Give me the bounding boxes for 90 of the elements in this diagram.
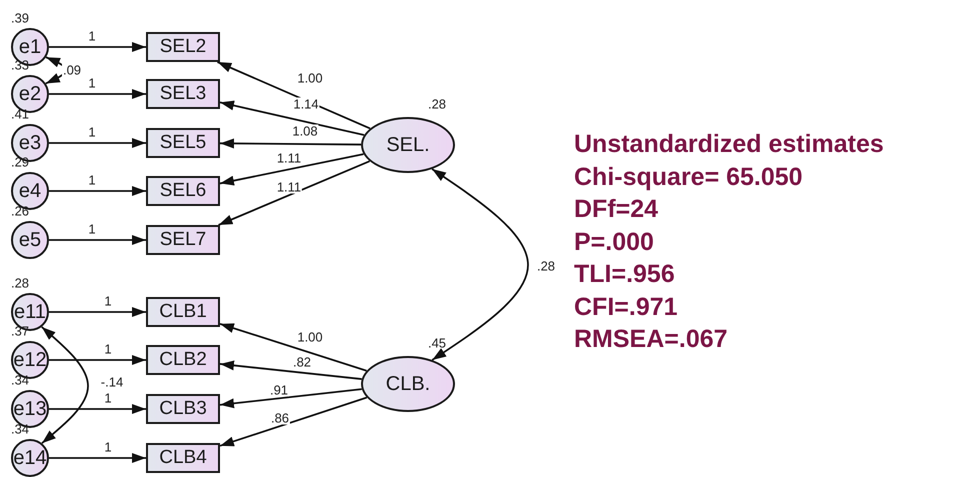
edge-label: .91	[268, 384, 290, 396]
observed-variable-box	[146, 297, 220, 327]
variance-label: .34	[10, 374, 30, 386]
variable-name: e13	[13, 398, 47, 420]
edge-label: 1.00	[296, 330, 324, 344]
latent-error-circle	[11, 439, 49, 477]
path-arrow	[218, 160, 370, 226]
edge-label: 1	[87, 222, 97, 236]
variable-name: CLB1	[159, 301, 207, 323]
edge-label: -.14	[100, 376, 124, 388]
variable-name: SEL7	[160, 229, 206, 251]
variable-name: SEL.	[386, 134, 430, 156]
covariance-arrow	[432, 168, 529, 361]
variable-name: CLB4	[159, 447, 207, 469]
fit-statistic: DFf=24	[574, 194, 660, 225]
edge-label: .86	[270, 412, 290, 424]
path-arrow	[220, 388, 362, 408]
variable-name: e14	[13, 446, 47, 470]
path-arrow	[220, 138, 362, 148]
observed-variable-box	[146, 32, 220, 62]
fit-statistic: CFI=.971	[574, 292, 679, 322]
edge-label: 1.11	[276, 180, 302, 194]
edge-label: 1	[87, 30, 97, 42]
edge-label: .82	[292, 356, 312, 368]
fit-statistic: Unstandardized estimates	[574, 129, 884, 160]
variance-label: .29	[10, 156, 30, 168]
path-arrow	[220, 322, 367, 372]
edge-label: 1.00	[296, 72, 324, 84]
edge-label: 1.08	[291, 124, 319, 138]
observed-variable-box	[146, 176, 220, 206]
observed-variable-box	[146, 225, 220, 255]
variance-label: .28	[10, 276, 30, 290]
edge-label: 1	[103, 342, 113, 356]
variable-name: e1	[18, 36, 42, 58]
variable-name: e4	[18, 180, 42, 202]
variable-name: e11	[14, 300, 46, 324]
fit-statistic: Chi-square= 65.050	[574, 162, 804, 192]
covariance-arrow	[41, 326, 89, 444]
variable-name: CLB3	[159, 398, 207, 420]
variance-label: .41	[10, 108, 30, 120]
variable-name: SEL6	[160, 180, 206, 202]
observed-variable-box	[146, 443, 220, 473]
latent-error-circle	[11, 221, 49, 259]
variance-label: .37	[10, 324, 30, 338]
observed-variable-box	[146, 128, 220, 158]
edge-label: .09	[62, 64, 82, 76]
path-arrow	[49, 89, 146, 99]
variable-name: SEL3	[160, 83, 206, 105]
path-arrow	[49, 404, 146, 414]
edge-label: 1	[87, 76, 97, 90]
path-arrow	[49, 186, 146, 196]
path-arrow	[220, 396, 368, 447]
observed-variable-box	[146, 79, 220, 109]
variance-label: .39	[10, 12, 30, 24]
path-arrow	[49, 307, 146, 317]
fit-statistic: P=.000	[574, 226, 655, 258]
edge-label: 1	[87, 126, 97, 138]
variable-name: CLB2	[159, 349, 207, 371]
variance-label: .34	[10, 422, 30, 436]
fit-statistic: TLI=.956	[574, 259, 676, 290]
path-arrow	[49, 235, 146, 245]
variable-name: SEL2	[160, 36, 206, 58]
variance-label: .33	[10, 58, 30, 72]
path-arrow	[49, 355, 146, 365]
path-arrow	[220, 100, 364, 136]
variable-name: CLB.	[386, 372, 430, 396]
variance-label: .26	[10, 204, 30, 218]
path-arrow	[49, 42, 146, 52]
variable-name: SEL5	[160, 132, 206, 154]
observed-variable-box	[146, 345, 220, 375]
variance-label: .45	[428, 336, 446, 350]
path-arrow	[220, 153, 364, 186]
path-arrow	[49, 453, 146, 463]
variable-name: e5	[18, 228, 42, 252]
edge-label: 1.14	[292, 98, 320, 110]
edge-label: 1	[103, 294, 113, 308]
edge-label: 1	[103, 392, 113, 404]
edge-label: 1	[103, 440, 113, 454]
edge-label: 1.11	[276, 152, 302, 164]
variable-name: e12	[13, 348, 47, 372]
variable-name: e2	[18, 82, 42, 106]
edge-label: 1	[87, 174, 97, 186]
observed-variable-box	[146, 394, 220, 424]
variance-label: .28	[428, 98, 446, 110]
fit-statistic: RMSEA=.067	[574, 324, 729, 355]
edge-label: .28	[536, 260, 556, 272]
path-arrow	[217, 61, 370, 130]
variable-name: e3	[18, 132, 42, 154]
path-arrow	[220, 360, 362, 380]
path-arrow	[49, 138, 146, 148]
